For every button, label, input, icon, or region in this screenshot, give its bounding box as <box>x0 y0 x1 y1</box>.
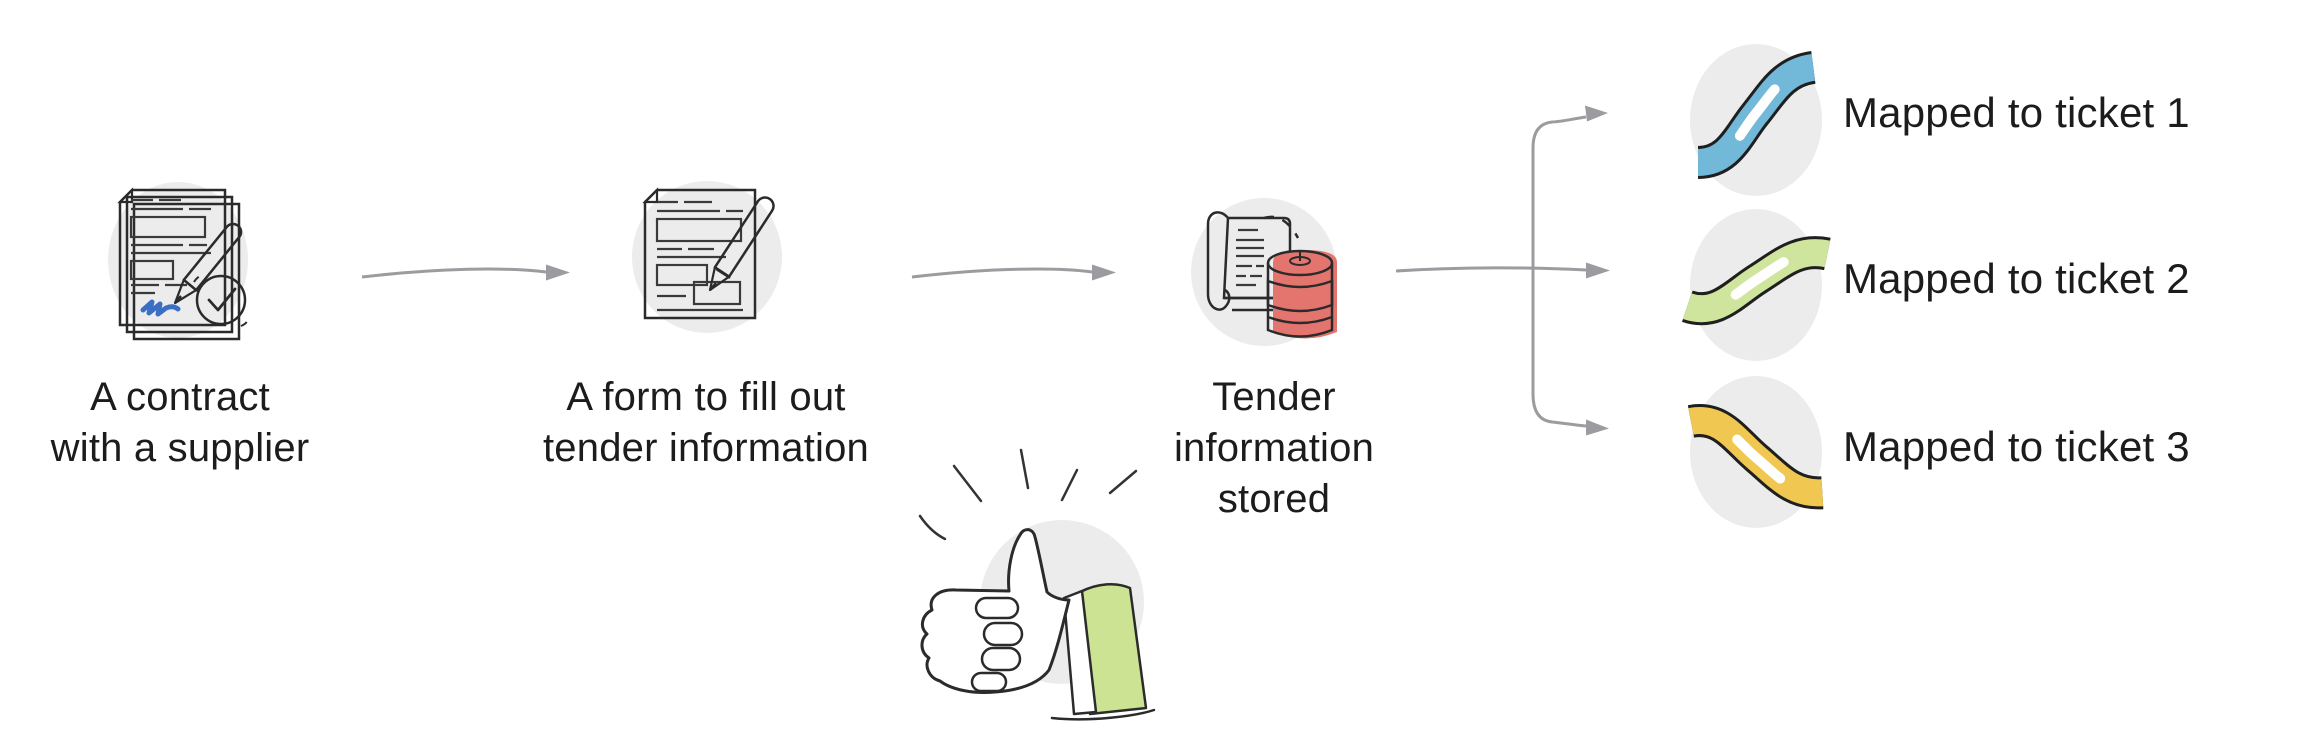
ticket-ribbon-icon <box>1693 51 1819 179</box>
step-label-line: stored <box>1217 477 1331 521</box>
dashed-transfer-arc <box>1263 215 1300 239</box>
step-label-stored: Tender information stored <box>1094 372 1454 525</box>
step-label-line: information <box>1173 426 1375 470</box>
icon-circle-bg <box>108 182 248 338</box>
ticket-ribbon-icon <box>1682 236 1833 326</box>
sleeve <box>1078 583 1148 716</box>
signature-scribble <box>140 299 181 317</box>
cuff <box>1062 589 1098 716</box>
database-icon <box>1266 249 1337 339</box>
ticket-3-circle <box>1685 376 1828 528</box>
arrow-step1-step2 <box>361 264 570 281</box>
branch-to-tickets <box>1531 105 1609 436</box>
scroll-database-icon <box>1191 198 1337 346</box>
ticket-2-circle <box>1682 209 1833 361</box>
form-pen-icon <box>632 181 782 333</box>
ticket-2-label: Mapped to ticket 2 <box>1843 255 2190 302</box>
arrow-step3-ticket2 <box>1395 262 1610 279</box>
step-label-line: A form to fill out <box>566 375 846 419</box>
step-label-form: A form to fill out tender information <box>476 372 936 474</box>
red-pen-icon <box>173 222 243 305</box>
sparkle-rays <box>918 448 1138 541</box>
thumbs-up-hand <box>920 528 1071 694</box>
step-label-line: tender information <box>542 426 869 470</box>
ticket-1-label: Mapped to ticket 1 <box>1843 89 2190 136</box>
step-label-line: Tender <box>1212 375 1336 419</box>
ticket-1-circle <box>1690 44 1822 196</box>
contract-signed-icon <box>108 182 249 341</box>
ticket-3-label: Mapped to ticket 3 <box>1843 423 2190 470</box>
blue-pen-icon <box>708 196 775 292</box>
ticket-ribbon-icon <box>1685 404 1828 510</box>
arrow-step2-step3 <box>911 264 1116 281</box>
step-label-line: A contract <box>90 375 270 419</box>
check-badge-icon <box>193 274 249 327</box>
step-label-contract: A contract with a supplier <box>0 372 360 474</box>
step-label-line: with a supplier <box>50 426 310 470</box>
thumbs-up-icon <box>918 448 1156 721</box>
